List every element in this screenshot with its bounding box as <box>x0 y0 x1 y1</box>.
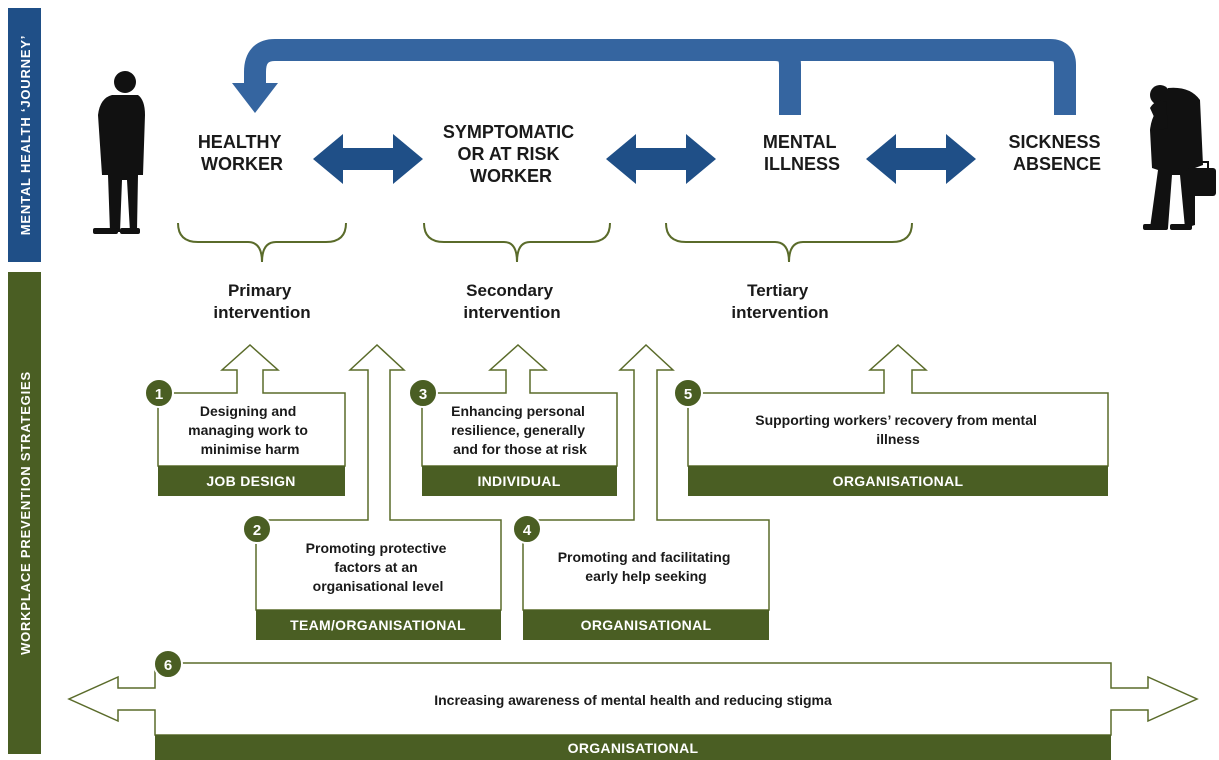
svg-text:5: 5 <box>684 386 692 403</box>
strategy-5-number-badge: 5 <box>673 378 703 408</box>
strategy-2-category-bar <box>256 610 501 640</box>
strategy-3-category-bar <box>422 466 617 496</box>
strategy-5-category: ORGANISATIONAL <box>833 473 964 489</box>
strategy-4-category: ORGANISATIONAL <box>581 617 712 633</box>
standing-man-icon <box>93 71 145 234</box>
strategy-5-category-bar <box>688 466 1108 496</box>
strategy-4-number-badge: 4 <box>512 514 542 544</box>
strategy-3-number-badge: 3 <box>408 378 438 408</box>
double-arrow-1-icon <box>313 134 423 184</box>
strategy-4-text: Promoting and facilitating early help se… <box>558 549 735 584</box>
stage-mental-illness: MENTAL ILLNESS <box>763 132 841 174</box>
tertiary-intervention-label: Tertiary intervention <box>731 281 828 322</box>
strategy-6-number-badge: 6 <box>153 649 183 679</box>
strategies-band-label: WORKPLACE PREVENTION STRATEGIES <box>18 371 33 655</box>
strategy-1-category-bar <box>158 466 345 496</box>
strategy-6-category-bar <box>155 735 1111 760</box>
brace-primary <box>177 222 347 263</box>
svg-text:3: 3 <box>419 386 427 403</box>
svg-text:4: 4 <box>523 522 532 539</box>
strategy-2-category: TEAM/ORGANISATIONAL <box>290 617 466 633</box>
strategy-2-number-badge: 2 <box>242 514 272 544</box>
primary-intervention-label: Primary intervention <box>213 281 310 322</box>
strategy-3-outline <box>421 343 618 467</box>
strategy-6-category: ORGANISATIONAL <box>568 740 699 756</box>
strategy-1-outline <box>157 343 346 467</box>
svg-text:1: 1 <box>155 386 163 403</box>
journey-band-label: MENTAL HEALTH ‘JOURNEY’ <box>18 35 33 235</box>
double-arrow-3-icon <box>866 134 976 184</box>
strategies-band <box>8 272 41 754</box>
return-arrow <box>244 39 801 115</box>
stage-sickness-absence: SICKNESS ABSENCE <box>1008 132 1105 174</box>
return-arrow-branch <box>775 39 1076 115</box>
strategy-4-outline <box>522 343 770 611</box>
brace-tertiary <box>665 222 913 263</box>
strategy-1-text: Designing and managing work to minimise … <box>188 403 312 457</box>
strategy-3-category: INDIVIDUAL <box>477 473 560 489</box>
stage-symptomatic-worker: SYMPTOMATIC OR AT RISK WORKER <box>443 122 579 186</box>
strategy-5-text: Supporting workers’ recovery from mental… <box>755 412 1041 447</box>
strategy-5-outline <box>687 343 1109 467</box>
stage-healthy-worker: HEALTHY WORKER <box>198 132 286 174</box>
svg-text:2: 2 <box>253 522 261 539</box>
strategy-4-category-bar <box>523 610 769 640</box>
svg-text:6: 6 <box>164 657 172 674</box>
strategy-2-outline <box>255 343 502 611</box>
slumped-man-with-briefcase-icon <box>1143 85 1216 230</box>
brace-secondary <box>423 222 611 263</box>
secondary-intervention-label: Secondary intervention <box>463 281 560 322</box>
return-arrow-head <box>232 83 278 113</box>
strategy-6-text: Increasing awareness of mental health an… <box>434 692 832 708</box>
strategy-1-number-badge: 1 <box>144 378 174 408</box>
double-arrow-2-icon <box>606 134 716 184</box>
journey-band <box>8 8 41 262</box>
strategy-2-text: Promoting protective factors at an organ… <box>306 540 451 594</box>
strategy-3-text: Enhancing personal resilience, generally… <box>451 403 589 457</box>
strategy-1-category: JOB DESIGN <box>206 473 295 489</box>
